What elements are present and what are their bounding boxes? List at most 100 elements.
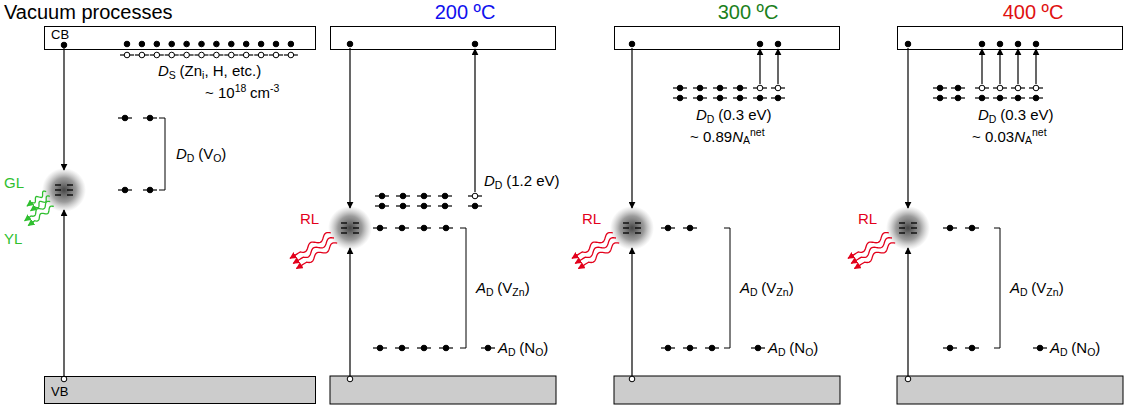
level-dot: [697, 95, 703, 101]
level-dot: [377, 225, 383, 231]
label-text: ~ 10: [205, 84, 235, 101]
subscript: Zn: [1046, 286, 1058, 298]
level-dot: [677, 85, 683, 91]
electron-dot: [347, 41, 353, 47]
label-text: ~ 0.89: [690, 128, 732, 145]
transition-arrow: [907, 48, 908, 208]
level-dot: [717, 95, 723, 101]
center-dash: [353, 232, 359, 233]
subscript: Zn: [776, 286, 788, 298]
label-text: ): [221, 145, 226, 162]
subscript: A: [743, 134, 750, 146]
subscript: D: [989, 113, 997, 125]
label-text: (Zn: [180, 62, 203, 79]
superscript: net: [1032, 126, 1047, 138]
level-dot: [737, 85, 743, 91]
hole-dot: [629, 376, 635, 382]
subscript: D: [1020, 286, 1028, 298]
label-text: cm: [250, 84, 270, 101]
level-dot: [214, 52, 220, 58]
label-text: YL: [4, 230, 22, 247]
center-dash: [353, 222, 359, 223]
conduction-band: [898, 27, 1123, 50]
label-group: 400 ºC: [1003, 0, 1064, 24]
recombination-center: [42, 168, 86, 212]
label-group: DD(VO): [176, 145, 226, 164]
center-dash: [55, 184, 61, 185]
label-group: DS(Zni, H, etc.): [158, 62, 261, 81]
superscript: -3: [270, 82, 279, 94]
transition-arrow: [474, 49, 475, 192]
label-group: DD(0.3 eV): [696, 106, 772, 125]
level-dot: [717, 85, 723, 91]
level-dot: [955, 95, 961, 101]
label-text: (0.3 eV): [1000, 106, 1053, 123]
level-dot: [937, 95, 943, 101]
subscript: D: [486, 286, 494, 298]
label-group: AD(VZn): [1010, 279, 1064, 298]
center-dash: [341, 227, 347, 228]
bracket: [994, 228, 1000, 348]
transition-arrow: [777, 49, 778, 84]
subscript: D: [778, 346, 786, 358]
level-dot: [677, 95, 683, 101]
center-dash: [353, 227, 359, 228]
center-dash: [635, 227, 641, 228]
level-dot: [1037, 345, 1043, 351]
level-dot: [399, 225, 405, 231]
level-dot: [442, 193, 448, 199]
defect-level: [751, 345, 765, 351]
center-dash: [899, 222, 905, 223]
label-group: RL: [300, 210, 319, 228]
defect-level: [120, 52, 298, 58]
label-group: ~ 0.03NAnet: [972, 126, 1047, 147]
level-dot: [288, 52, 294, 58]
bracket: [460, 228, 466, 348]
electron-dot: [184, 41, 190, 47]
level-dot: [154, 52, 160, 58]
subscript: Zn: [512, 286, 524, 298]
electron-dot: [775, 41, 781, 47]
electron-dot: [243, 41, 249, 47]
label-text: A: [476, 279, 486, 296]
electron-dot: [1015, 41, 1021, 47]
bracket: [159, 118, 165, 190]
label-text: ): [789, 279, 794, 296]
level-dot: [755, 345, 761, 351]
level-dot: [757, 85, 763, 91]
label-text: ): [543, 339, 548, 356]
label-text: 200 ºC: [435, 1, 496, 23]
label-group: AD(VZn): [740, 279, 794, 298]
transition-arrow: [907, 248, 908, 376]
defect-level: [943, 345, 979, 351]
label-text: D: [484, 172, 495, 189]
conduction-band: [615, 27, 840, 50]
subscript: S: [169, 69, 176, 81]
defect-level: [373, 225, 453, 231]
transition-arrow: [1017, 49, 1018, 84]
defect-level: [661, 345, 719, 351]
center-dash: [55, 194, 61, 195]
center-dash: [67, 184, 73, 185]
valence-band-fill: [897, 376, 1123, 404]
electron-dot: [124, 41, 130, 47]
electron-dot: [258, 41, 264, 47]
level-dot: [379, 203, 385, 209]
label-text: ): [1059, 279, 1064, 296]
defect-level: [933, 95, 1043, 101]
level-dot: [472, 193, 478, 199]
hole-dot: [347, 376, 353, 382]
transition-arrow: [631, 248, 632, 376]
level-dot: [442, 203, 448, 209]
level-dot: [485, 345, 491, 351]
subscript: O: [1087, 346, 1095, 358]
electron-dot: [273, 41, 279, 47]
label-text: D: [176, 145, 187, 162]
level-dot: [947, 225, 953, 231]
center-dash: [623, 222, 629, 223]
label-text: (N: [1071, 339, 1087, 356]
level-dot: [665, 225, 671, 231]
center-dash: [67, 194, 73, 195]
transition-arrow: [631, 48, 632, 208]
